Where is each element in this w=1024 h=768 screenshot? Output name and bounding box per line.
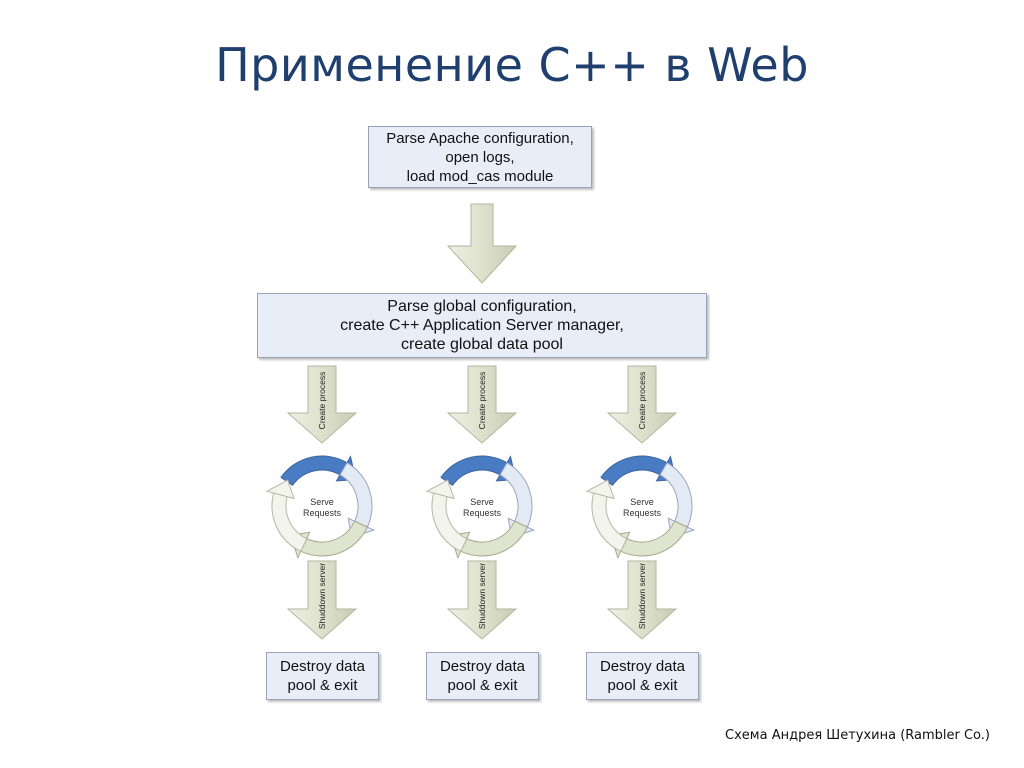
serve-label-2: Serve	[470, 497, 494, 507]
shutdown-arrow-1	[286, 560, 358, 640]
footer-credit: Схема Андрея Шетухина (Rambler Co.)	[725, 728, 990, 743]
global-line-2: create C++ Application Server manager,	[340, 317, 624, 334]
requests-label-3: Requests	[623, 508, 662, 518]
requests-label-2: Requests	[463, 508, 502, 518]
destroy-1-line-1: Destroy data	[279, 658, 366, 675]
destroy-2-line-2: pool & exit	[447, 677, 518, 694]
create-process-arrow-3	[606, 365, 678, 444]
slide-title: Применение C++ в Web	[215, 38, 809, 92]
shutdown-label-3: Shuddown server	[637, 563, 647, 629]
destroy-3-line-1: Destroy data	[599, 658, 686, 675]
parse-global-config-box: Parse global configuration, create C++ A…	[257, 293, 707, 358]
cycle-arrow-light-blue-body-1	[339, 462, 373, 528]
cycle-arrow-pale-body-1	[271, 492, 308, 552]
cycle-arrow-pale-body-2	[431, 492, 468, 552]
create-process-label-3: Create process	[637, 372, 647, 430]
parse-apache-config-box: Parse Apache configuration, open logs, l…	[368, 126, 592, 188]
shutdown-arrow-2	[446, 560, 518, 640]
serve-label-3: Serve	[630, 497, 654, 507]
global-line-1: Parse global configuration,	[387, 298, 577, 315]
apache-line-2: open logs,	[445, 148, 515, 166]
cycle-arrow-pale-body-3	[591, 492, 628, 552]
create-process-label-2: Create process	[477, 372, 487, 430]
destroy-pool-box-3: Destroy data pool & exit	[586, 652, 699, 700]
cycle-arrow-pale-head-2	[425, 479, 455, 500]
cycle-arrow-green-body-2	[460, 520, 528, 557]
cycle-arrow-green-body-1	[300, 520, 368, 557]
create-process-arrow-1	[286, 365, 358, 444]
shutdown-label-2: Shuddown server	[477, 563, 487, 629]
destroy-3-line-2: pool & exit	[607, 677, 678, 694]
cycle-arrow-green-body-3	[620, 520, 688, 557]
down-arrow-main	[446, 203, 518, 284]
apache-line-3: load mod_cas module	[406, 167, 554, 185]
cycle-arrow-light-blue-body-3	[659, 462, 693, 528]
global-line-3: create global data pool	[401, 336, 563, 353]
destroy-pool-box-2: Destroy data pool & exit	[426, 652, 539, 700]
create-process-arrow-2	[446, 365, 518, 444]
create-process-label-1: Create process	[317, 372, 327, 430]
cycle-arrow-pale-head-1	[265, 479, 295, 500]
apache-line-1: Parse Apache configuration,	[386, 129, 574, 147]
serve-label-1: Serve	[310, 497, 334, 507]
requests-label-1: Requests	[303, 508, 342, 518]
destroy-1-line-2: pool & exit	[287, 677, 358, 694]
shutdown-arrow-3	[606, 560, 678, 640]
destroy-2-line-1: Destroy data	[439, 658, 526, 675]
shutdown-label-1: Shuddown server	[317, 563, 327, 629]
destroy-pool-box-1: Destroy data pool & exit	[266, 652, 379, 700]
cycle-arrow-pale-head-3	[585, 479, 615, 500]
cycle-arrow-light-blue-body-2	[499, 462, 533, 528]
